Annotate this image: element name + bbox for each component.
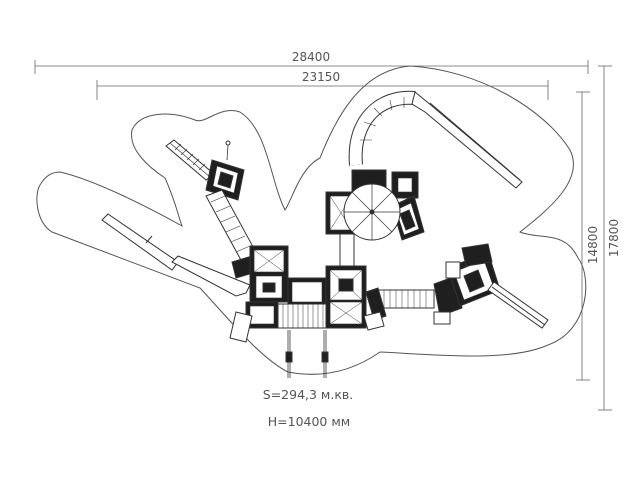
safety-zone-outline [36, 65, 587, 375]
platform-center [245, 277, 329, 329]
net-climber [165, 139, 215, 181]
tube-slide [348, 90, 523, 189]
dimension-lines [34, 60, 612, 411]
right-slide [487, 281, 549, 329]
tower-top-left [205, 140, 245, 201]
small-slide [229, 311, 253, 343]
hanging-elements [285, 330, 329, 378]
equipment-plan [101, 90, 549, 378]
structure-width-label: 23150 [302, 70, 340, 84]
vertical-bridge [339, 231, 355, 267]
left-slide [101, 213, 251, 297]
overall-depth-label: 17800 [607, 219, 621, 257]
overall-width-label: 28400 [292, 50, 330, 64]
tower-center [325, 265, 367, 329]
height-label: H=10400 мм [268, 414, 350, 429]
right-bridge [363, 287, 435, 331]
tower-main-left [249, 245, 289, 303]
round-roof [343, 183, 401, 241]
structure-depth-label: 14800 [586, 226, 600, 264]
area-label: S=294,3 м.кв. [263, 387, 353, 402]
tower-right [433, 243, 501, 325]
